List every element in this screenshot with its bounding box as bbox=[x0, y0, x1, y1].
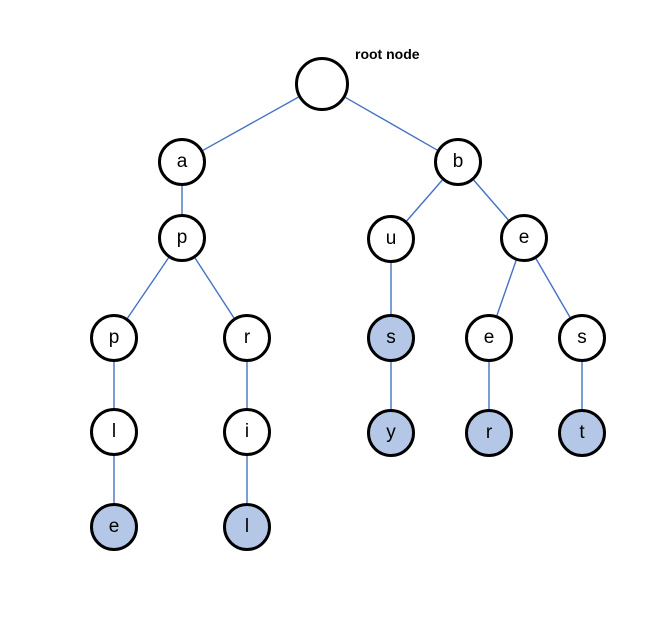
tree-edge bbox=[535, 258, 571, 318]
tree-node-b-e-e[interactable]: e bbox=[465, 314, 513, 362]
tree-node-label: s bbox=[577, 326, 587, 348]
tree-node-label: r bbox=[485, 421, 493, 443]
tree-edge bbox=[194, 257, 235, 319]
tree-node-label: l bbox=[111, 420, 117, 442]
tree-node-label: i bbox=[244, 420, 250, 442]
tree-node-b-e-e-r[interactable]: r bbox=[465, 409, 513, 457]
tree-node-label: e bbox=[108, 515, 120, 537]
tree-node-a-p-p-l-e[interactable]: e bbox=[90, 503, 138, 551]
tree-edge bbox=[406, 179, 443, 222]
tree-node-b-e-s-t[interactable]: t bbox=[558, 409, 606, 457]
tree-node-label: p bbox=[176, 226, 188, 248]
tree-node-label: a bbox=[176, 150, 188, 172]
tree-edge bbox=[473, 179, 509, 221]
tree-node-label: e bbox=[518, 226, 530, 248]
tree-node-a-p-r-i-l[interactable]: l bbox=[223, 503, 271, 551]
tree-node-b-e[interactable]: e bbox=[500, 214, 548, 262]
tree-node-a-p-r[interactable]: r bbox=[223, 314, 271, 362]
tree-node-root[interactable] bbox=[295, 57, 349, 111]
tree-edge bbox=[126, 257, 170, 319]
root-node-label: root node bbox=[355, 46, 420, 62]
tree-node-b-u-s[interactable]: s bbox=[367, 314, 415, 362]
tree-node-label: r bbox=[243, 326, 251, 348]
tree-node-b[interactable]: b bbox=[434, 138, 482, 186]
tree-edge bbox=[345, 96, 438, 151]
tree-node-label: u bbox=[385, 227, 397, 249]
tree-edge bbox=[496, 260, 517, 316]
tree-node-label: y bbox=[386, 421, 396, 443]
tree-node-label: s bbox=[386, 326, 396, 348]
tree-edge bbox=[202, 96, 299, 151]
tree-node-a-p-p-l[interactable]: l bbox=[90, 408, 138, 456]
tree-node-b-u[interactable]: u bbox=[367, 215, 415, 263]
tree-node-a-p-r-i[interactable]: i bbox=[223, 408, 271, 456]
tree-node-a-p-p[interactable]: p bbox=[90, 314, 138, 362]
tree-node-a[interactable]: a bbox=[158, 138, 206, 186]
tree-node-b-u-s-y[interactable]: y bbox=[367, 409, 415, 457]
tree-node-label: p bbox=[108, 326, 120, 348]
tree-node-b-e-s[interactable]: s bbox=[558, 314, 606, 362]
tree-node-a-p[interactable]: p bbox=[158, 214, 206, 262]
tree-node-label: l bbox=[244, 515, 250, 537]
tree-node-label: t bbox=[579, 421, 585, 443]
tree-node-label: b bbox=[452, 150, 464, 172]
tree-node-label: e bbox=[483, 326, 495, 348]
